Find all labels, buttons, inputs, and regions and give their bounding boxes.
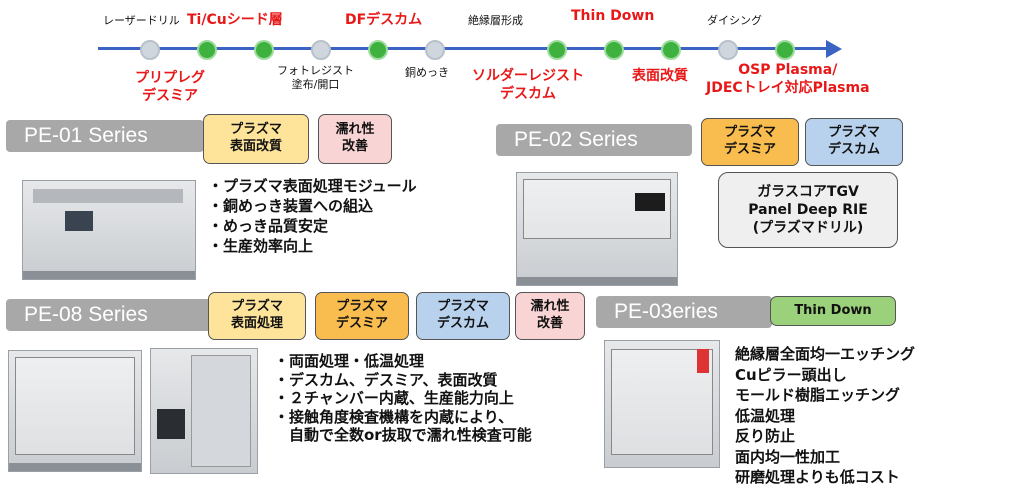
pe03-series-title: PE-03eries bbox=[596, 296, 772, 328]
pe01-bullet-2: ・銅めっき装置への組込 bbox=[208, 197, 374, 215]
pe02-machine-image bbox=[516, 172, 678, 286]
pe08-bullet-4: ・接触角度検査機構を内蔵により、 bbox=[274, 407, 514, 426]
pe01-bullet-list: ・プラズマ表面処理モジュール ・銅めっき装置への組込 ・めっき品質安定 ・生産効… bbox=[208, 176, 417, 256]
step-label-thin-down: Thin Down bbox=[571, 8, 655, 24]
pe01-tag-surface-modification: プラズマ 表面改質 bbox=[203, 114, 309, 164]
pe01-bullet-3: ・めっき品質安定 bbox=[208, 217, 329, 235]
pe03-feature-6: 面内均一性加工 bbox=[735, 447, 841, 466]
step-dot-9 bbox=[661, 40, 681, 60]
step-dot-1 bbox=[140, 40, 160, 60]
pe08-tag-surface-treatment: プラズマ 表面処理 bbox=[208, 292, 306, 340]
pe08-bullet-list: ・両面処理・低温処理 ・デスカム、デスミア、表面改質 ・２チャンバー内蔵、生産能… bbox=[274, 352, 532, 445]
pe03-feature-2: Cuピラー頭出し bbox=[735, 365, 847, 384]
step-dot-2 bbox=[197, 40, 217, 60]
pe01-bullet-1: ・プラズマ表面処理モジュール bbox=[208, 177, 417, 195]
step-dot-8 bbox=[604, 40, 624, 60]
timeline-arrowhead bbox=[826, 40, 842, 58]
pe08-tag-desmear: プラズマ デスミア bbox=[315, 292, 409, 340]
pe08-series-title: PE-08 Series bbox=[6, 299, 212, 331]
pe03-feature-7: 研磨処理よりも低コスト bbox=[735, 468, 900, 486]
pe02-tag-descum: プラズマ デスカム bbox=[805, 118, 903, 166]
pe01-tag-wettability: 濡れ性 改善 bbox=[318, 114, 392, 164]
pe02-app-tgv: ガラスコアTGV bbox=[757, 183, 859, 200]
pe08-bullet-3: ・２チャンバー内蔵、生産能力向上 bbox=[274, 389, 514, 407]
pe02-application-box: ガラスコアTGV Panel Deep RIE (プラズマドリル) bbox=[718, 172, 898, 248]
pe08-bullet-5: 自動で全数or抜取で濡れ性検査可能 bbox=[274, 426, 532, 444]
step-label-insulation-layer: 絶縁層形成 bbox=[468, 14, 523, 27]
step-label-copper-plating: 銅めっき bbox=[405, 66, 449, 79]
pe03-feature-1: 絶縁層全面均一エッチング bbox=[735, 345, 916, 363]
pe03-feature-5: 反り防止 bbox=[735, 427, 796, 445]
step-dot-3 bbox=[254, 40, 274, 60]
step-dot-5 bbox=[368, 40, 388, 60]
step-dot-10 bbox=[718, 40, 738, 60]
timeline-line bbox=[98, 47, 832, 50]
pe02-app-plasma-drill: (プラズマドリル) bbox=[752, 220, 864, 237]
pe03-machine-image bbox=[604, 340, 720, 468]
step-dot-6 bbox=[425, 40, 445, 60]
step-label-solder-resist-descum: ソルダーレジスト デスカム bbox=[472, 68, 584, 102]
step-label-surface-modification: 表面改質 bbox=[632, 68, 688, 84]
pe02-app-deep-rie: Panel Deep RIE bbox=[748, 201, 868, 218]
step-label-df-descum: DFデスカム bbox=[345, 12, 423, 28]
step-label-dicing: ダイシング bbox=[707, 14, 762, 27]
step-label-osp-plasma: OSP Plasma/ JDECトレイ対応Plasma bbox=[706, 62, 870, 96]
pe08-bullet-2: ・デスカム、デスミア、表面改質 bbox=[274, 370, 498, 389]
pe01-machine-image bbox=[22, 180, 196, 280]
pe03-feature-list: 絶縁層全面均一エッチング Cuピラー頭出し モールド樹脂エッチング 低温処理 反… bbox=[735, 344, 915, 488]
pe08-machine-image-1 bbox=[8, 350, 142, 472]
step-label-prepreg-desmear: プリプレグ デスミア bbox=[135, 70, 205, 104]
pe03-feature-3: モールド樹脂エッチング bbox=[735, 386, 901, 404]
step-label-laser-drill: レーザードリル bbox=[103, 14, 180, 27]
pe08-machine-image-2 bbox=[150, 348, 258, 474]
pe02-series-title: PE-02 Series bbox=[496, 124, 692, 156]
pe08-tag-descum: プラズマ デスカム bbox=[416, 292, 510, 340]
step-label-ti-cu-seed: Ti/Cuシード層 bbox=[187, 12, 283, 28]
pe03-feature-4: 低温処理 bbox=[735, 406, 796, 425]
step-dot-11 bbox=[775, 40, 795, 60]
pe01-bullet-4: ・生産効率向上 bbox=[208, 237, 314, 255]
step-dot-4 bbox=[311, 40, 331, 60]
step-dot-7 bbox=[547, 40, 567, 60]
pe03-tag-thin-down: Thin Down bbox=[770, 296, 896, 326]
pe08-tag-wettability: 濡れ性 改善 bbox=[515, 292, 585, 340]
pe01-series-title: PE-01 Series bbox=[6, 120, 204, 152]
pe08-bullet-1: ・両面処理・低温処理 bbox=[274, 352, 425, 370]
pe02-tag-desmear: プラズマ デスミア bbox=[701, 118, 799, 166]
step-label-photoresist: フォトレジスト 塗布/開口 bbox=[277, 64, 354, 91]
